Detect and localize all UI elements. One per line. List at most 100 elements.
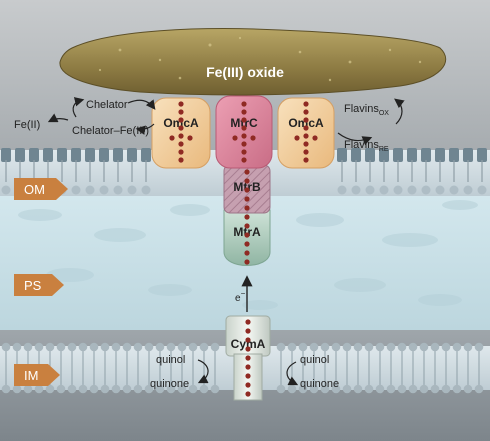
lipid-head (351, 148, 361, 162)
quinone-cycle-right: quinol quinone (286, 354, 339, 390)
lipid-head (78, 342, 88, 352)
heme-dot (250, 135, 256, 141)
svg-text:FlavinsRE: FlavinsRE (344, 139, 389, 153)
flavins-re-label: Flavins (344, 139, 379, 151)
lipid-head (56, 384, 66, 394)
lipid-head (188, 384, 198, 394)
lipid-head (379, 148, 389, 162)
lipid-head (397, 342, 407, 352)
lipid-head (320, 342, 330, 352)
heme-dot (187, 135, 193, 141)
heme-dot (245, 346, 251, 352)
lipid-head (365, 148, 375, 162)
lipid-head (1, 148, 11, 162)
lipid-head (407, 148, 417, 162)
heme-dot (178, 117, 184, 123)
heme-dot (244, 250, 250, 256)
lipid-head (1, 384, 11, 394)
tag-ps-label: PS (24, 278, 42, 293)
heme-dot (241, 125, 247, 131)
heme-dot (245, 373, 251, 379)
lipid-head (353, 384, 363, 394)
lipid-head (177, 342, 187, 352)
heme-dot (244, 187, 250, 193)
lipid-head (45, 342, 55, 352)
lipid-head (337, 185, 347, 195)
lipid-head (342, 384, 352, 394)
lipid-head (12, 342, 22, 352)
chelator-cycle (47, 97, 156, 135)
fe-ii-label: Fe(II) (14, 119, 40, 131)
lipid-head (113, 185, 123, 195)
lipid-head (276, 342, 286, 352)
lipid-head (419, 342, 429, 352)
heme-dot (303, 133, 309, 139)
lipid-head (408, 342, 418, 352)
fe-iii-oxide-mineral: Fe(III) oxide (59, 28, 447, 96)
quinol-right-label: quinol (300, 354, 329, 366)
heme-dot (244, 259, 250, 265)
lipid-head (421, 185, 431, 195)
lipid-head (463, 148, 473, 162)
lipid-head (441, 384, 451, 394)
mtrc-label: MtrC (230, 116, 258, 130)
mtra-protein: MtrA (223, 209, 271, 266)
lipid-head (99, 185, 109, 195)
lipid-head (430, 342, 440, 352)
lipid-head (449, 185, 459, 195)
lipid-head (435, 148, 445, 162)
heme-dot (178, 157, 184, 163)
lipid-head (34, 342, 44, 352)
lipid-head (29, 148, 39, 162)
heme-dot (303, 117, 309, 123)
heme-dot (241, 133, 247, 139)
lipid-head (449, 148, 459, 162)
lipid-head (23, 384, 33, 394)
svg-text:e−: e− (235, 289, 246, 304)
lipid-head (188, 342, 198, 352)
lipid-head (309, 384, 319, 394)
lipid-head (111, 342, 121, 352)
lipid-head (199, 384, 209, 394)
lipid-head (67, 342, 77, 352)
lipid-head (85, 148, 95, 162)
lipid-head (12, 384, 22, 394)
heme-dot (303, 101, 309, 107)
flavins-cycle (337, 98, 405, 146)
lipid-head (393, 185, 403, 195)
heme-dot (244, 205, 250, 211)
heme-dot (244, 196, 250, 202)
lipid-head (43, 148, 53, 162)
lipid-head (365, 185, 375, 195)
heme-dot (241, 141, 247, 147)
heme-dot (241, 149, 247, 155)
lipid-head (407, 185, 417, 195)
lipid-head (463, 384, 473, 394)
lipid-head (127, 185, 137, 195)
heme-dot (232, 135, 238, 141)
lipid-head (287, 342, 297, 352)
lipid-head (133, 342, 143, 352)
lipid-head (67, 384, 77, 394)
heme-dot (244, 241, 250, 247)
heme-dot (169, 135, 175, 141)
lipid-head (452, 342, 462, 352)
lipid-head (474, 342, 484, 352)
lipid-head (331, 384, 341, 394)
lipid-head (57, 148, 67, 162)
lipid-head (144, 342, 154, 352)
heme-dot (178, 149, 184, 155)
lipid-head (386, 384, 396, 394)
lipid-head (177, 384, 187, 394)
heme-dot (178, 141, 184, 147)
quinol-left-label: quinol (156, 354, 185, 366)
heme-dot (303, 157, 309, 163)
tag-periplasm: PS (14, 274, 64, 296)
lipid-head (210, 342, 220, 352)
quinone-left-label: quinone (150, 378, 189, 390)
heme-dot (244, 214, 250, 220)
heme-dot (244, 169, 250, 175)
lipid-head (477, 148, 487, 162)
lipid-head (71, 148, 81, 162)
